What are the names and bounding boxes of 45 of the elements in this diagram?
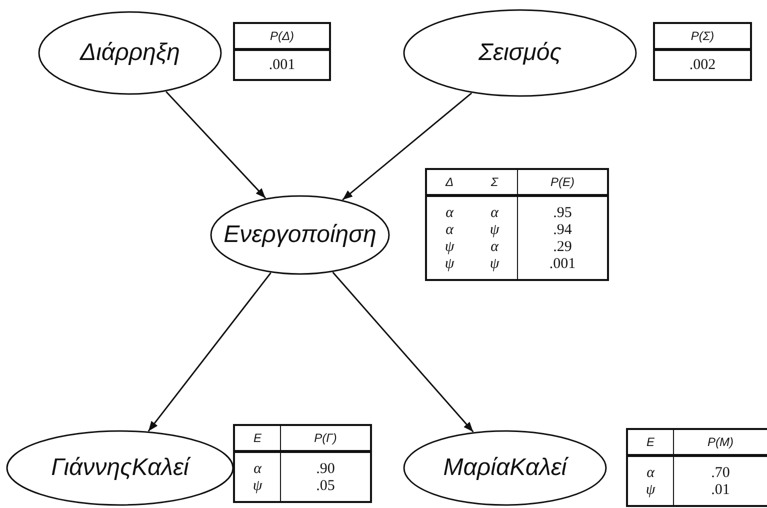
arrow: [332, 272, 474, 432]
arrow: [166, 91, 266, 199]
probability-value: .002: [688, 56, 717, 75]
probability-value: .001: [268, 56, 296, 75]
column-header: P(Δ): [235, 24, 329, 51]
node-label: ΓιάννηςΚαλεί: [50, 453, 192, 483]
state-value: ψ: [252, 478, 264, 496]
state-value: ψ: [488, 222, 500, 239]
probability-value: .70: [673, 457, 767, 482]
ellipse-node: [403, 430, 607, 506]
state-value: ψ: [444, 256, 456, 274]
node-label: Ενεργοποίηση: [222, 220, 378, 250]
column-header: Σ: [472, 170, 517, 197]
probability-value: .001: [517, 256, 607, 279]
ellipse-node: [6, 430, 234, 506]
probability-value: .90: [280, 453, 370, 478]
state-value: α: [646, 464, 656, 482]
state-value: α: [444, 204, 455, 222]
column-header: P(E): [517, 170, 607, 197]
probability-value: .94: [517, 222, 607, 239]
node-label: ΜαρίαΚαλεί: [442, 453, 570, 483]
probability-value: .05: [280, 478, 370, 501]
node-label: Διάρρηξη: [78, 38, 181, 68]
column-header: E: [628, 430, 673, 457]
column-header: P(M): [673, 430, 767, 457]
arrow: [148, 272, 272, 432]
state-value: ψ: [444, 239, 456, 256]
arrow: [342, 92, 472, 200]
state-value: α: [490, 239, 500, 256]
state-value: α: [444, 222, 455, 239]
ellipse-node: [210, 195, 390, 275]
column-header: Δ: [427, 170, 472, 197]
column-header: E: [235, 426, 280, 453]
column-header: P(Γ): [280, 426, 370, 453]
state-value: α: [490, 204, 500, 222]
ellipse-node: [403, 9, 637, 97]
ellipse-node: [38, 11, 222, 95]
state-value: α: [252, 460, 263, 478]
probability-value: .29: [517, 239, 607, 256]
probability-value: .01: [673, 482, 767, 505]
state-value: ψ: [488, 256, 500, 274]
node-label: Σεισμός: [478, 38, 562, 68]
probability-value: .95: [517, 197, 607, 222]
state-value: ψ: [644, 482, 656, 500]
column-header: P(Σ): [655, 24, 750, 51]
